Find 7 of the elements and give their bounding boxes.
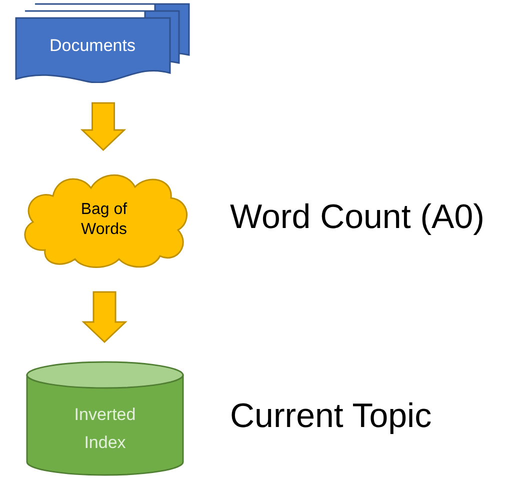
side-caption: Word Count (A0)	[230, 200, 484, 234]
block-arrow	[82, 291, 128, 344]
node-label: Inverted Index	[73, 404, 137, 454]
block-arrow	[80, 102, 126, 152]
node-label: Documents	[50, 35, 136, 58]
node-label: Bag of Words	[80, 200, 128, 240]
side-caption: Current Topic	[230, 398, 432, 432]
